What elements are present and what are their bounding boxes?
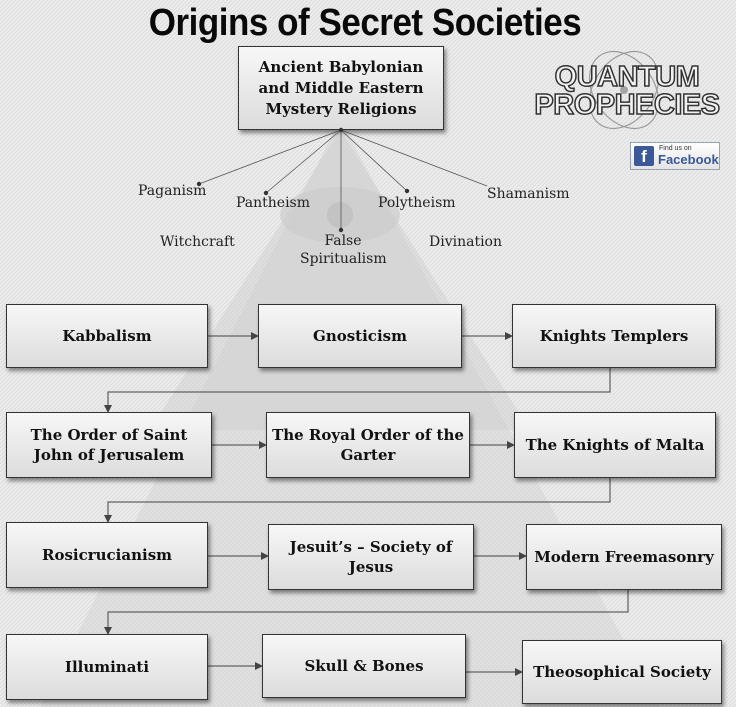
- branch-pantheism: Pantheism: [236, 195, 311, 211]
- node-label: Kabbalism: [62, 327, 152, 345]
- branch-label: False: [324, 233, 362, 249]
- branch-witchcraft: Witchcraft: [160, 234, 235, 250]
- node-label: Modern Freemasonry: [534, 548, 714, 566]
- node-knights-of-malta: The Knights of Malta: [514, 412, 716, 478]
- node-label: The Royal Order of the: [272, 426, 464, 444]
- node-label: Rosicrucianism: [41, 546, 173, 564]
- node-label: Illuminati: [64, 658, 150, 676]
- node-label: Skull & Bones: [304, 657, 424, 675]
- node-modern-freemasonry: Modern Freemasonry: [526, 524, 722, 590]
- node-label: The Order of Saint: [30, 426, 188, 444]
- node-knights-templers: Knights Templers: [512, 304, 716, 368]
- facebook-label: Facebook: [658, 152, 719, 167]
- branch-paganism: Paganism: [138, 183, 207, 199]
- facebook-badge[interactable]: f Find us on Facebook: [630, 142, 720, 170]
- node-label: Jesuit’s – Society of: [289, 538, 453, 556]
- node-jesuits: Jesuit’s – Society of Jesus: [268, 524, 474, 590]
- node-illuminati: Illuminati: [6, 634, 208, 700]
- facebook-small-text: Find us on: [659, 145, 692, 152]
- branch-false-spiritualism: False Spiritualism: [300, 232, 387, 268]
- branch-polytheism: Polytheism: [378, 195, 456, 211]
- root-line: Ancient Babylonian: [258, 57, 424, 76]
- node-royal-order-garter: The Royal Order of the Garter: [266, 412, 470, 478]
- node-gnosticism: Gnosticism: [258, 304, 462, 368]
- atom-icon: [588, 50, 660, 130]
- node-skull-and-bones: Skull & Bones: [262, 634, 466, 698]
- node-theosophical-society: Theosophical Society: [522, 640, 722, 704]
- node-kabbalism: Kabbalism: [6, 304, 208, 368]
- logo-line-2: PROPHECIES: [534, 89, 721, 121]
- node-label: Gnosticism: [313, 327, 407, 345]
- node-label: Theosophical Society: [533, 663, 711, 681]
- root-box-mystery-religions: Ancient Babylonian and Middle Eastern My…: [238, 46, 444, 130]
- quantum-prophecies-logo: QUANTUM PROPHECIES: [532, 48, 722, 138]
- page-title: Origins of Secret Societies: [148, 2, 582, 44]
- logo-line-1: QUANTUM: [554, 61, 701, 93]
- branch-label: Spiritualism: [300, 251, 387, 267]
- node-rosicrucianism: Rosicrucianism: [6, 522, 208, 588]
- node-order-of-saint-john: The Order of Saint John of Jerusalem: [6, 412, 212, 478]
- node-label: John of Jerusalem: [33, 446, 185, 464]
- node-label: Knights Templers: [539, 327, 689, 345]
- root-line: and Middle Eastern: [258, 78, 424, 97]
- branch-shamanism: Shamanism: [487, 186, 570, 202]
- node-label: Jesus: [348, 558, 394, 576]
- root-line: Mystery Religions: [265, 99, 417, 118]
- node-label: The Knights of Malta: [525, 436, 705, 454]
- branch-divination: Divination: [429, 234, 503, 250]
- facebook-icon: f: [634, 146, 654, 166]
- node-label: Garter: [340, 446, 396, 464]
